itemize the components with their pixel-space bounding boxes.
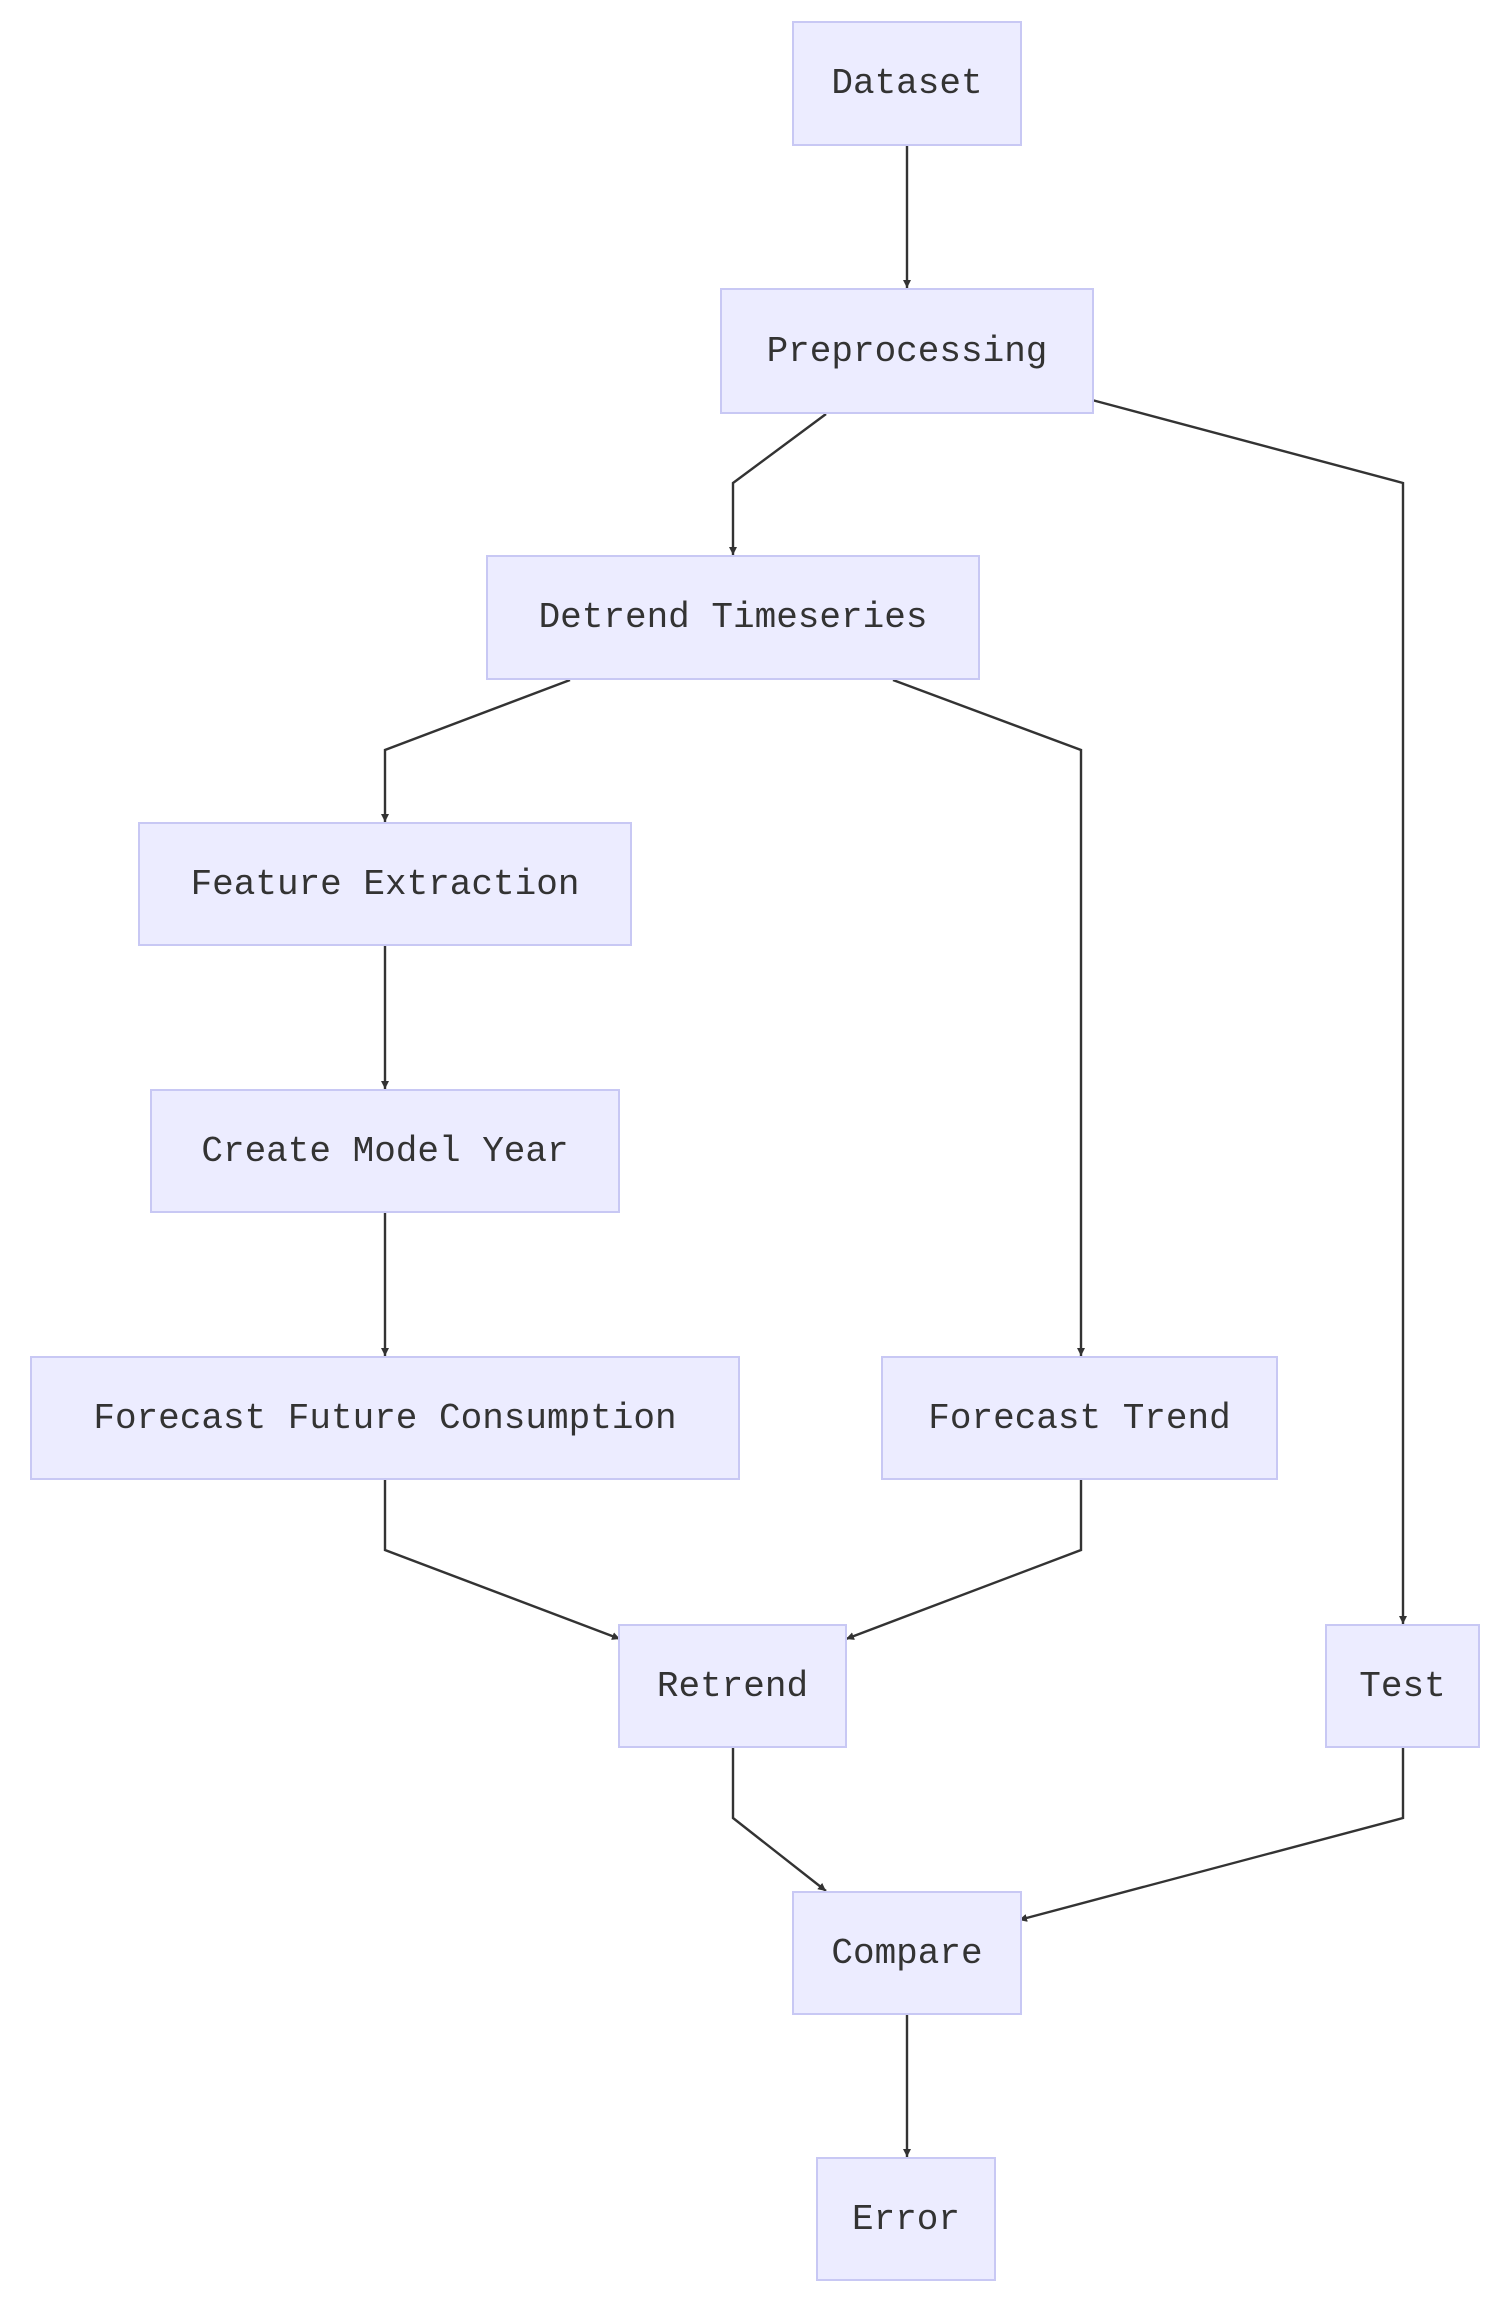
node-forecast-future-consumption: Forecast Future Consumption: [30, 1356, 740, 1480]
edge-forecast-future-retrend: [383, 1480, 621, 1641]
node-feature-extraction: Feature Extraction: [138, 822, 632, 946]
node-label: Detrend Timeseries: [538, 597, 928, 638]
node-dataset: Dataset: [792, 21, 1022, 146]
edge-detrend-feature: [381, 678, 571, 822]
node-create-model-year: Create Model Year: [150, 1089, 620, 1213]
node-compare: Compare: [792, 1891, 1022, 2015]
node-label: Error: [851, 2198, 961, 2240]
node-label: Dataset: [831, 63, 983, 104]
node-label: Retrend: [656, 1665, 809, 1707]
node-label: Feature Extraction: [190, 863, 580, 905]
edge-retrend-compare: [731, 1748, 827, 1892]
edge-test-compare: [1018, 1748, 1405, 1922]
node-label: Forecast Future Consumption: [93, 1397, 677, 1439]
node-preprocessing: Preprocessing: [720, 288, 1094, 414]
node-label: Test: [1359, 1665, 1446, 1707]
node-label: Compare: [831, 1932, 983, 1974]
node-detrend-timeseries: Detrend Timeseries: [486, 555, 980, 680]
edge-forecast-trend-retrend: [845, 1480, 1083, 1641]
node-label: Create Model Year: [201, 1130, 569, 1172]
node-label: Forecast Trend: [928, 1397, 1231, 1439]
node-error: Error: [816, 2157, 996, 2281]
node-forecast-trend: Forecast Trend: [881, 1356, 1278, 1480]
node-retrend: Retrend: [618, 1624, 847, 1748]
edge-preprocessing-detrend: [729, 413, 827, 555]
edge-preprocessing-test: [1091, 398, 1407, 1624]
node-label: Preprocessing: [766, 330, 1048, 372]
edge-detrend-forecast-trend: [892, 678, 1085, 1356]
node-test: Test: [1325, 1624, 1480, 1748]
